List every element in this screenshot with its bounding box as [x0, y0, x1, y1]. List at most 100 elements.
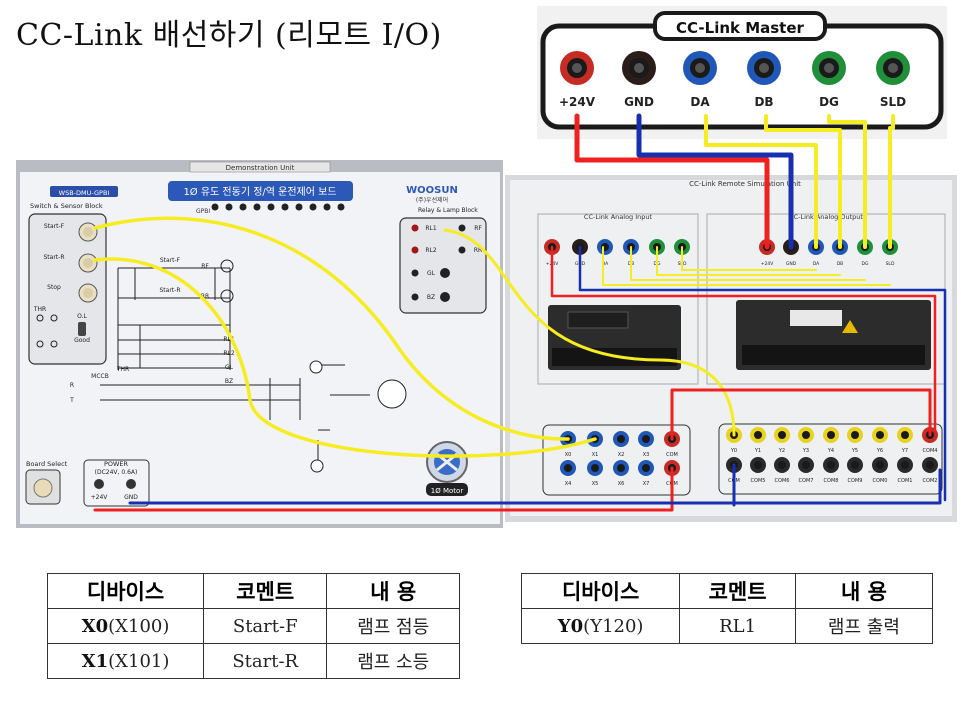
- input-terminal-x7[interactable]: X7: [638, 460, 654, 487]
- output-terminal-com0[interactable]: COM0: [872, 457, 888, 484]
- lamp-label: RR: [474, 247, 482, 254]
- board-title: 1Ø 유도 전동기 정/역 운전제어 보드: [183, 186, 336, 198]
- io-terminal-label: X0: [565, 452, 572, 458]
- io-terminal-label: Y7: [901, 448, 908, 454]
- lamp-rl2: RL2: [411, 246, 437, 254]
- device-comment: Start-F: [203, 608, 328, 644]
- io-terminal-label: COM6: [775, 478, 790, 484]
- device-name: X0: [81, 615, 109, 637]
- input-terminal-x5[interactable]: X5: [587, 460, 603, 487]
- device-content: 램프 출력: [794, 608, 934, 644]
- wire-power-blue: [128, 468, 942, 505]
- wire-db: [764, 114, 842, 249]
- device-addr: (X100): [108, 615, 170, 637]
- master-terminal-24v[interactable]: +24V: [559, 51, 596, 109]
- demonstration-unit: Demonstration Unit WSB-DMU-GPBI 1Ø 유도 전동…: [16, 160, 503, 528]
- switch-label-good: Good: [74, 337, 90, 344]
- output-terminal-com7[interactable]: COM7: [798, 457, 814, 484]
- analog-output-label: CC-Link Analog Output: [789, 213, 863, 221]
- output-terminal-y3[interactable]: Y3: [798, 427, 814, 454]
- io-terminal-label: Y3: [802, 448, 809, 454]
- toggle-switch[interactable]: [78, 322, 86, 336]
- lamp-label: BZ: [427, 294, 435, 301]
- wire-bus-y3: [656, 246, 841, 276]
- io-terminal-label: COM1: [898, 478, 913, 484]
- output-terminal-com2[interactable]: COM2: [922, 457, 938, 484]
- io-terminal-label: Y1: [754, 448, 761, 454]
- device-table-left: 디바이스 코멘트 내 용 X0(X100) Start-F 램프 점등 X1(X…: [46, 573, 460, 679]
- switch-start-f[interactable]: Start-F: [44, 222, 98, 242]
- input-terminal-x4[interactable]: X4: [560, 460, 576, 487]
- output-terminal-com1[interactable]: COM1: [897, 457, 913, 484]
- io-terminal-label: COM4: [923, 448, 938, 454]
- input-terminal-x2[interactable]: X2: [613, 431, 629, 458]
- master-terminal-label: DB: [754, 95, 773, 109]
- io-terminal-label: COM8: [824, 478, 839, 484]
- lamp-rr: RR: [458, 246, 482, 254]
- output-terminal-com5[interactable]: COM5: [750, 457, 766, 484]
- output-terminal-y1[interactable]: Y1: [750, 427, 766, 454]
- wire-bus-blue: [578, 245, 947, 502]
- wire-dg: [827, 114, 867, 249]
- brand-sub: (주)우선제어: [416, 196, 448, 204]
- lamp-label: RF: [474, 225, 482, 232]
- gpbi-dot: [323, 203, 331, 211]
- wire-com-red: [670, 388, 932, 441]
- device-content: 램프 점등: [326, 608, 460, 644]
- master-terminal-db[interactable]: DB: [747, 51, 781, 109]
- output-terminal-y6[interactable]: Y6: [872, 427, 888, 454]
- col-comment: 코멘트: [679, 573, 796, 609]
- io-terminal-label: X7: [643, 481, 650, 487]
- io-terminal-label: Y2: [778, 448, 785, 454]
- output-terminal-y2[interactable]: Y2: [774, 427, 790, 454]
- board-select-label: Board Select: [26, 460, 68, 468]
- master-terminal-label: DG: [819, 95, 839, 109]
- circuit-label: THR: [116, 366, 129, 373]
- analog-input-label: CC-Link Analog Input: [584, 213, 653, 221]
- master-terminal-gnd[interactable]: GND: [622, 51, 656, 109]
- io-terminal-label: COM7: [799, 478, 814, 484]
- output-terminal-y7[interactable]: Y7: [897, 427, 913, 454]
- input-terminal-x6[interactable]: X6: [613, 460, 629, 487]
- circuit-label: Start-F: [160, 257, 181, 264]
- io-terminal-label: Y5: [851, 448, 858, 454]
- io-terminal-label: COM: [666, 452, 678, 458]
- switch-stop[interactable]: Stop: [47, 283, 98, 303]
- output-terminal-com6[interactable]: COM6: [774, 457, 790, 484]
- wire-bus-red: [550, 245, 937, 432]
- output-terminal-com9[interactable]: COM9: [847, 457, 863, 484]
- master-terminal-da[interactable]: DA: [683, 51, 717, 109]
- master-terminal-label: +24V: [559, 95, 596, 109]
- power-sub: (DC24V, 0.6A): [95, 469, 138, 476]
- switch-label: Stop: [47, 284, 61, 291]
- output-terminal-y4[interactable]: Y4: [823, 427, 839, 454]
- lamp-label: GL: [427, 270, 436, 277]
- master-terminal-sld[interactable]: SLD: [876, 51, 910, 109]
- io-terminal-label: Y6: [876, 448, 883, 454]
- io-terminal-label: X1: [592, 452, 599, 458]
- gpbi-dot: [225, 203, 233, 211]
- io-terminal-label: COM5: [751, 478, 766, 484]
- page-title: CC-Link 배선하기 (리모트 I/O): [16, 18, 442, 53]
- circuit-label: RL2: [223, 350, 235, 357]
- gpbi-dot: [295, 203, 303, 211]
- wire-gnd: [636, 113, 794, 250]
- output-terminal-y5[interactable]: Y5: [847, 427, 863, 454]
- input-terminal-x0[interactable]: X0: [560, 431, 576, 458]
- wire-start-f: [93, 216, 570, 441]
- power-label: POWER: [104, 460, 129, 468]
- switch-label-ol: O.L: [77, 313, 87, 320]
- input-terminal-x3[interactable]: X3: [638, 431, 654, 458]
- output-terminal-com8[interactable]: COM8: [823, 457, 839, 484]
- wire-bus-y1: [602, 246, 891, 286]
- circuit-label: T: [69, 397, 74, 404]
- small-terminal-label: DA: [813, 261, 820, 267]
- master-terminal-dg[interactable]: DG: [812, 51, 846, 109]
- power-term-gnd: GND: [124, 494, 138, 501]
- col-comment: 코멘트: [203, 573, 328, 609]
- switch-start-r[interactable]: Start-R: [44, 253, 98, 273]
- analog-in-terminal[interactable]: DA: [597, 239, 613, 267]
- io-terminal-label: X3: [643, 452, 650, 458]
- switch-label: Start-R: [44, 254, 65, 261]
